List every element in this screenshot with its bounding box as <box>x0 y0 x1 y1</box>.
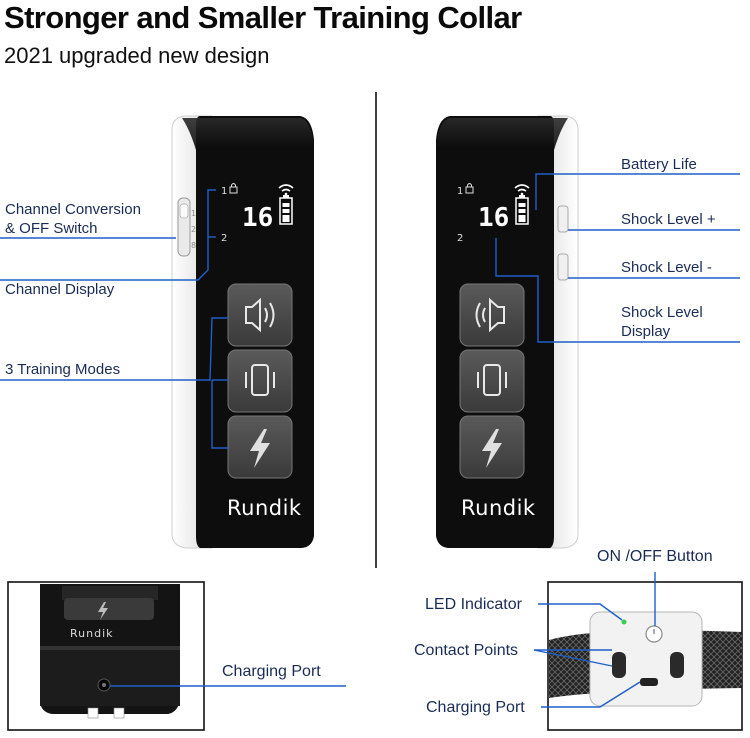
shock-plus-button <box>557 205 569 233</box>
battery-icon <box>279 195 293 225</box>
brand-logo: Rundik <box>461 496 536 520</box>
lock-icon <box>465 183 474 194</box>
callout-on-off-button: ON /OFF Button <box>597 548 713 565</box>
wifi-signal-icon <box>514 184 530 196</box>
left-remote: 1 2 8 1 2 16 <box>171 115 314 549</box>
collar-receiver <box>549 611 742 707</box>
bottom-right-callout-lines <box>533 572 656 708</box>
channel-2-label: 2 <box>457 233 463 244</box>
switch-mark-2: 2 <box>191 225 196 234</box>
callout-channel-conversion-line2: & OFF Switch <box>5 220 98 237</box>
lcd-readout: 16 <box>242 203 273 233</box>
speaker-icon <box>475 297 505 333</box>
sound-mode-button <box>459 283 525 347</box>
shock-minus-button <box>557 253 569 281</box>
callout-shock-minus: Shock Level - <box>621 259 712 276</box>
contact-point-right <box>670 652 684 678</box>
vibration-mode-button <box>459 349 525 413</box>
charging-port <box>640 678 658 686</box>
switch-mark-3: 8 <box>191 241 196 250</box>
callout-charging-port-remote: Charging Port <box>222 663 321 680</box>
callout-led-indicator: LED Indicator <box>425 596 522 613</box>
brand-logo: Rundik <box>227 496 302 520</box>
callout-training-modes: 3 Training Modes <box>5 361 121 378</box>
callout-shock-display-line2: Display <box>621 323 671 340</box>
page-subtitle: 2021 upgraded new design <box>4 43 270 68</box>
callout-shock-plus: Shock Level + <box>621 211 716 228</box>
vibration-mode-button <box>227 349 293 413</box>
switch-mark-1: 1 <box>191 209 196 218</box>
lightning-icon <box>250 429 270 468</box>
led-indicator <box>621 619 627 625</box>
lightning-icon <box>98 602 108 620</box>
left-callout-lines <box>0 189 228 449</box>
channel-2-label: 2 <box>221 233 227 244</box>
vibration-icon <box>477 364 507 396</box>
right-remote: 1 2 16 <box>436 115 579 549</box>
callout-battery-life: Battery Life <box>621 156 697 173</box>
battery-icon <box>515 195 529 225</box>
speaker-icon <box>245 297 275 333</box>
callout-shock-display: Shock Level <box>621 304 703 321</box>
contact-point-left <box>612 652 626 678</box>
right-callout-lines <box>495 173 740 343</box>
lightning-icon <box>482 429 502 468</box>
lcd-readout: 16 <box>478 203 509 233</box>
callout-channel-conversion: Channel Conversion <box>5 201 141 218</box>
channel-1-label: 1 <box>221 186 227 197</box>
channel-1-label: 1 <box>457 186 463 197</box>
lock-icon <box>229 183 238 194</box>
callout-contact-points: Contact Points <box>414 642 519 659</box>
page-title: Stronger and Smaller Training Collar <box>4 0 522 35</box>
vibration-icon <box>245 364 275 396</box>
wifi-signal-icon <box>278 184 294 196</box>
callout-channel-display: Channel Display <box>5 281 115 298</box>
callout-charging-port-collar: Charging Port <box>426 699 525 716</box>
remote-bottom-closeup: Rundik <box>40 584 180 719</box>
brand-logo: Rundik <box>70 627 114 640</box>
